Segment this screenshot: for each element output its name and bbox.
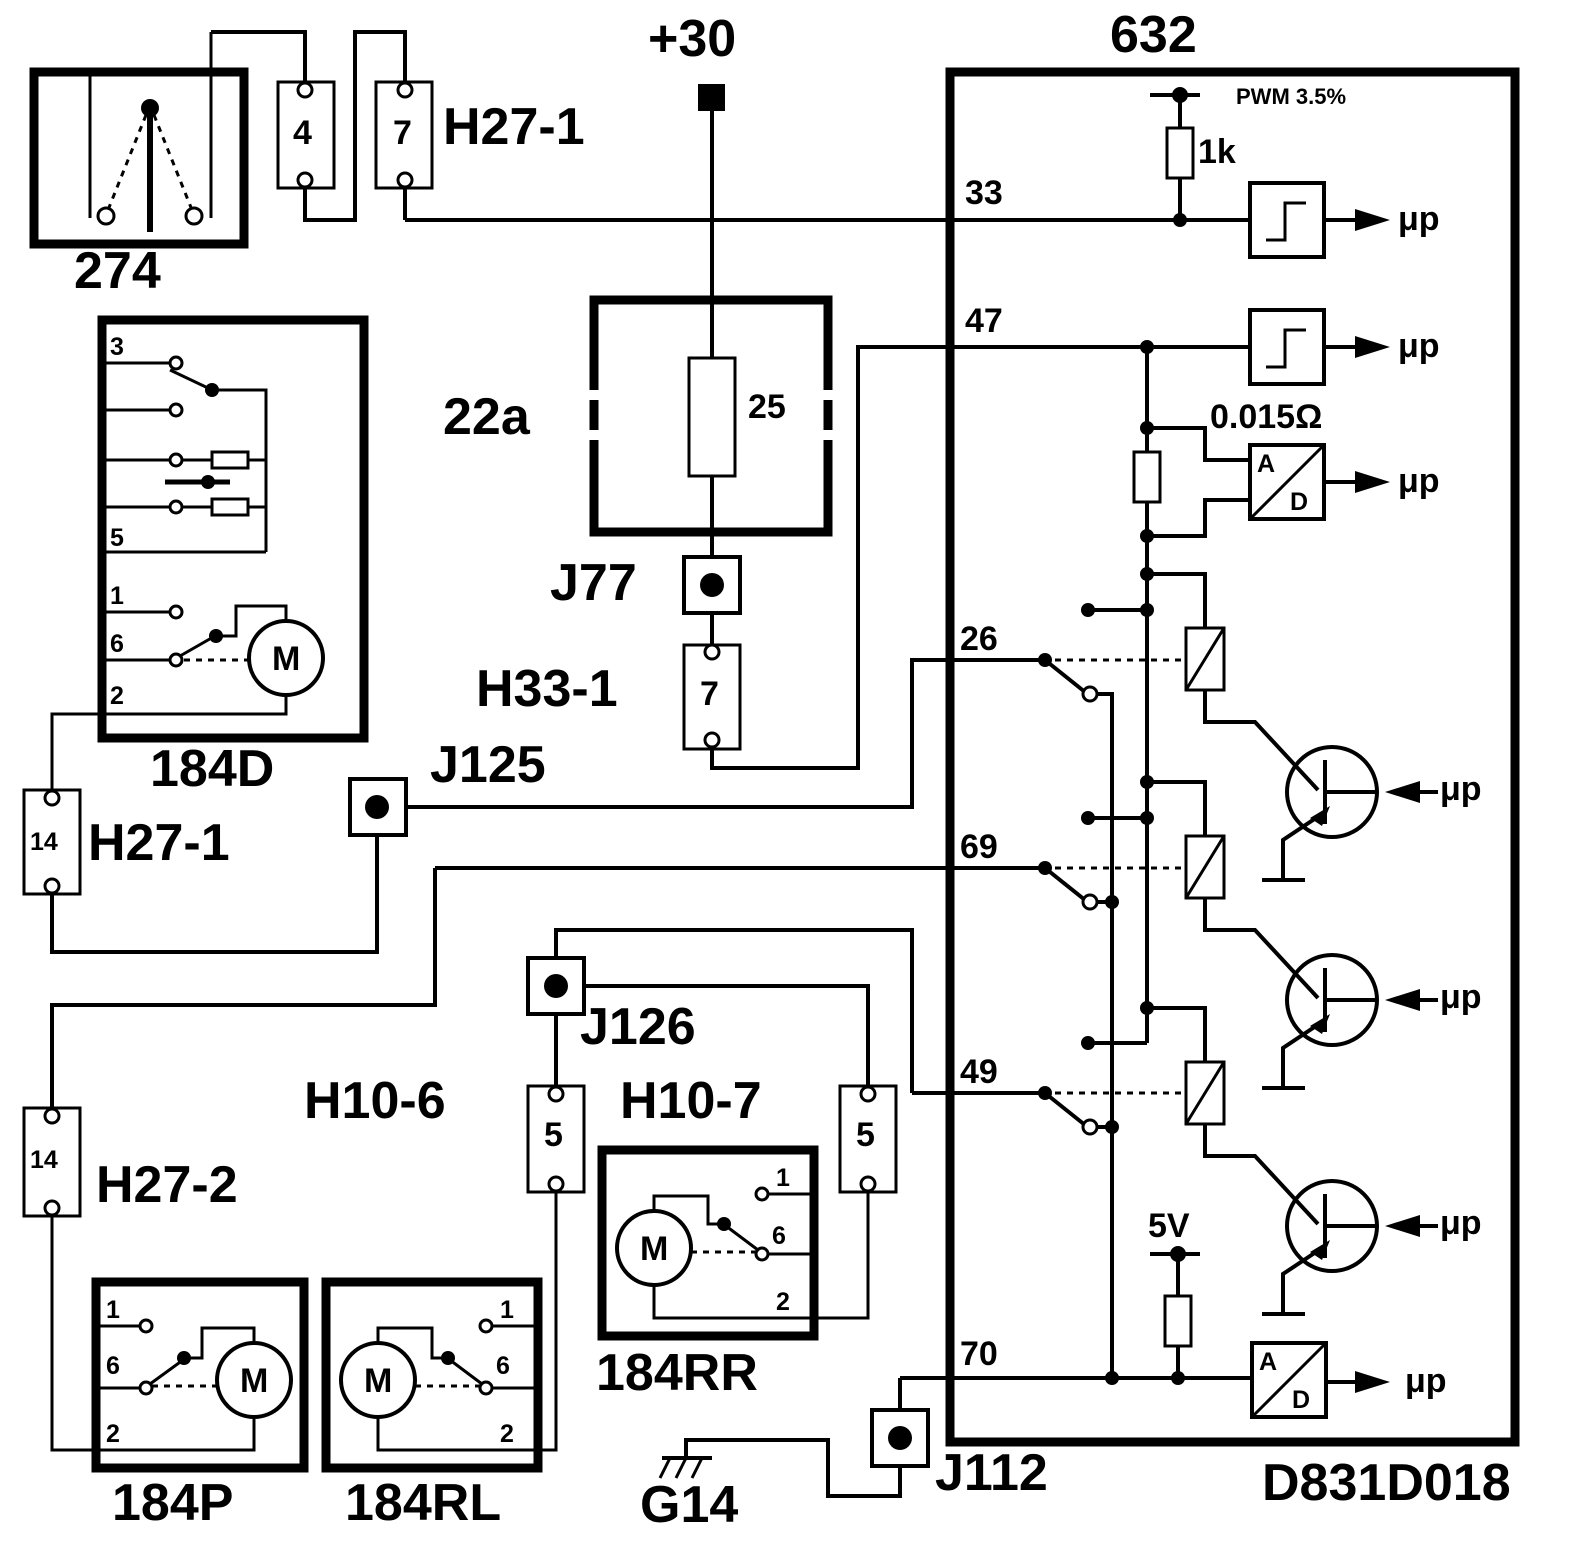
mu-output-1: μp bbox=[1398, 200, 1440, 238]
ecu-label: 632 bbox=[1110, 6, 1197, 64]
switch-274: 274 4 7 H27-1 bbox=[29, 30, 585, 300]
mu-input-1: μp bbox=[1440, 770, 1482, 808]
module-184d-label: 184D bbox=[150, 740, 274, 798]
184d-pin-3: 3 bbox=[110, 333, 124, 361]
j126-label: J126 bbox=[580, 998, 696, 1056]
h10-7-label: H10-7 bbox=[620, 1072, 762, 1130]
connector-h27-2-pin14 bbox=[22, 1106, 82, 1218]
mu-input-3: μp bbox=[1440, 1204, 1482, 1242]
fusebox-22a bbox=[589, 295, 833, 537]
184rl-pin-6: 6 bbox=[496, 1352, 510, 1380]
184p-pin-2: 2 bbox=[106, 1420, 120, 1448]
184d-pin-2: 2 bbox=[110, 682, 124, 710]
184rr-pin-1: 1 bbox=[776, 1164, 790, 1192]
pullup-resistor bbox=[1163, 1294, 1193, 1348]
rear-right-section: J126 5 H10-6 5 H10-7 M 1 6 2 184RR bbox=[304, 928, 914, 1402]
supply-path: +30 22a 25 J77 7 H33-1 bbox=[405, 10, 950, 770]
184d-pin-5: 5 bbox=[110, 524, 124, 552]
module-184p-box bbox=[91, 1277, 309, 1473]
184rr-pin-6: 6 bbox=[772, 1222, 786, 1250]
motor-184rl bbox=[339, 1341, 417, 1419]
connector-h10-6 bbox=[526, 1084, 586, 1194]
motor-184p bbox=[215, 1341, 293, 1419]
fusebox-label: 22a bbox=[443, 388, 531, 446]
184d-pin-1: 1 bbox=[110, 582, 124, 610]
h27-2-label: H27-2 bbox=[96, 1156, 238, 1214]
diagram-code: D831D018 bbox=[1262, 1454, 1511, 1512]
schmitt-trigger-33 bbox=[1248, 181, 1326, 259]
g14-label: G14 bbox=[640, 1476, 738, 1534]
pin-26-label: 26 bbox=[960, 620, 998, 658]
motor-184d-label: M bbox=[272, 640, 300, 678]
shunt-resistor bbox=[1132, 450, 1162, 504]
module-184rr-box bbox=[597, 1145, 819, 1341]
motor-184p-label: M bbox=[240, 1362, 268, 1400]
pin-49-label: 49 bbox=[960, 1053, 998, 1091]
184rl-pin-1: 1 bbox=[500, 1296, 514, 1324]
h27-2-pin-14: 14 bbox=[30, 1146, 58, 1174]
184p-pin-6: 6 bbox=[106, 1352, 120, 1380]
supply-label: +30 bbox=[648, 10, 736, 68]
v5-label: 5V bbox=[1148, 1207, 1190, 1245]
fuse-label: 25 bbox=[748, 388, 786, 426]
mu-output-4: μp bbox=[1405, 1362, 1447, 1400]
ecu-enclosure bbox=[945, 67, 1520, 1447]
j112-label: J112 bbox=[935, 1444, 1048, 1502]
h27-1-label-mid: H27-1 bbox=[88, 814, 230, 872]
module-184rl-box bbox=[321, 1277, 543, 1473]
h10-7-pin-5: 5 bbox=[856, 1116, 875, 1154]
h27-1-pin-4: 4 bbox=[293, 114, 312, 152]
module-184d-box bbox=[97, 315, 369, 743]
motor-184rr-label: M bbox=[640, 1230, 668, 1268]
shunt-label: 0.015Ω bbox=[1210, 398, 1322, 436]
h27-1-pin-14: 14 bbox=[30, 828, 58, 856]
schmitt-trigger-47 bbox=[1248, 308, 1326, 386]
ad-d-2: D bbox=[1292, 1386, 1310, 1414]
j125-label: J125 bbox=[430, 736, 546, 794]
rear-left-section: 14 H27-2 1 6 M 2 184P M 1 6 2 184RL bbox=[22, 868, 558, 1532]
pin-69-label: 69 bbox=[960, 828, 998, 866]
184d-pin-6: 6 bbox=[110, 630, 124, 658]
motor-184rl-label: M bbox=[364, 1362, 392, 1400]
ad-d-1: D bbox=[1290, 488, 1308, 516]
ad-a-2: A bbox=[1259, 1348, 1277, 1376]
mu-input-2: μp bbox=[1440, 978, 1482, 1016]
ground-section: G14 J112 bbox=[640, 1378, 1048, 1534]
connector-h10-7 bbox=[838, 1084, 898, 1194]
184p-pin-1: 1 bbox=[106, 1296, 120, 1324]
module-184rr-label: 184RR bbox=[596, 1344, 758, 1402]
h27-1-pin-7: 7 bbox=[393, 114, 412, 152]
pwm-label: PWM 3.5% bbox=[1236, 84, 1346, 109]
fuse-25 bbox=[687, 356, 737, 478]
h10-6-label: H10-6 bbox=[304, 1072, 446, 1130]
mu-output-3: μp bbox=[1398, 462, 1440, 500]
ad-a-1: A bbox=[1257, 450, 1275, 478]
switch-274-box bbox=[29, 67, 249, 249]
pin-70-label: 70 bbox=[960, 1335, 998, 1373]
module-184p-label: 184P bbox=[112, 1474, 233, 1532]
supply-terminal bbox=[698, 84, 725, 111]
resistor-1k bbox=[1165, 126, 1195, 180]
184rl-pin-2: 2 bbox=[500, 1420, 514, 1448]
resistor-1k-label: 1k bbox=[1198, 133, 1236, 171]
door-module-184d: 3 5 1 6 M 2 184D bbox=[22, 315, 914, 954]
h33-pin-7: 7 bbox=[700, 675, 719, 713]
pin-47-label: 47 bbox=[965, 302, 1003, 340]
j77-label: J77 bbox=[550, 554, 637, 612]
h33-1-label: H33-1 bbox=[476, 660, 618, 718]
ecu-632: 632 D831D018 PWM 3.5% 1k 33 μp 47 μp 0.0… bbox=[435, 6, 1520, 1512]
pin-33-label: 33 bbox=[965, 174, 1003, 212]
184rr-pin-2: 2 bbox=[776, 1288, 790, 1316]
module-184rl-label: 184RL bbox=[345, 1474, 501, 1532]
switch-274-label: 274 bbox=[74, 242, 161, 300]
h27-1-label-top: H27-1 bbox=[443, 98, 585, 156]
mu-output-2: μp bbox=[1398, 327, 1440, 365]
h10-6-pin-5: 5 bbox=[544, 1116, 563, 1154]
